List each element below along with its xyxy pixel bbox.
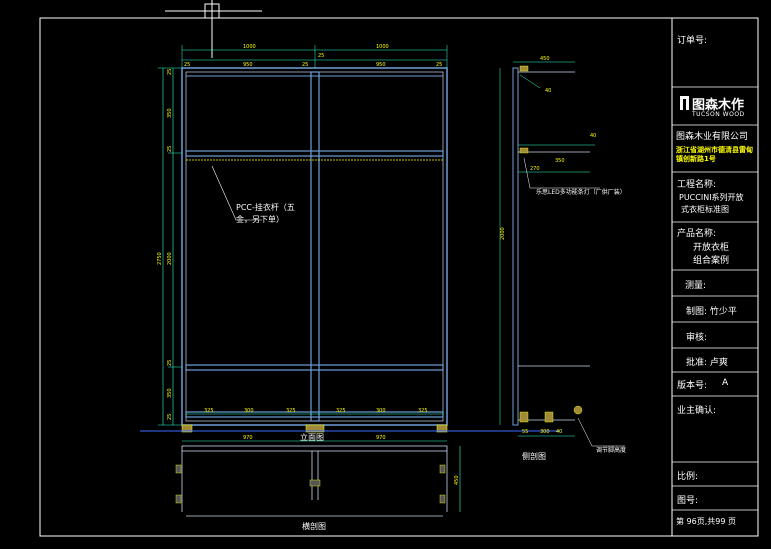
dim-sub-left3: 25 [302,62,308,68]
order-no-label: 订单号: [677,36,708,46]
dim-bottom-d: 325 [336,408,346,414]
cursor-crosshair [165,0,262,58]
company-name: 图森木业有限公司 [676,132,749,142]
plan-view-label: 横剖图 [302,521,326,531]
version-label: 版本号: [677,381,708,391]
version-value: A [722,378,729,388]
foot-note: 调节脚高度 [596,446,626,454]
dim-left-top: 25 [167,69,173,75]
drawing-no-label: 图号: [677,496,699,506]
dim-side-shelf: 40 [590,133,596,139]
title-block-grid [672,86,758,511]
scale-label: 比例: [677,472,699,482]
drawn-by: 制图: 竹少平 [686,307,737,317]
company-address: 浙江省湖州市德清县雷甸镇创新路1号 [676,146,753,163]
approve-label: 批准: 卢爽 [686,358,728,368]
drawing-frame [39,17,759,537]
dim-left-s1: 350 [167,108,173,118]
dim-bottom-b: 300 [244,408,254,414]
dim-top-mid: 25 [318,53,324,59]
front-elevation: PCC-挂衣杆（五 金，另下单） 1000 25 1000 25 950 25 … [140,44,560,442]
owner-confirm-label: 业主确认: [677,406,717,416]
dim-left-inner: 2000 [167,252,173,265]
page-info: 第 96页,共99 页 [676,517,736,526]
dim-side-shelf-a: 270 [530,166,540,172]
dim-side-bottom-c: 40 [556,429,562,435]
dim-left-total: 2750 [157,252,163,265]
center-divider [310,71,320,422]
lower-rail [185,364,444,371]
rod-note-line1: PCC-挂衣杆（五 [236,202,295,212]
survey-label: 测量: [685,281,707,291]
dim-bottom-f: 325 [418,408,428,414]
company-logo-en: TUCSON WOOD [692,111,745,118]
dim-bottom-a: 325 [204,408,214,414]
cabinet-outline [181,67,448,426]
project-name-line2: 式衣柜标准图 [681,205,729,214]
dim-plan-side: 450 [454,475,460,485]
light-note: 乐思LED多功能条灯（厂供厂装） [536,188,626,196]
dim-top-right: 1000 [376,44,389,50]
dim-left-s2: 25 [167,146,173,152]
front-view-label: 立面图 [300,432,324,442]
project-label: 工程名称: [677,180,717,190]
dim-plan-left: 970 [243,435,253,441]
plan-section: 970 970 450 横剖图 [175,435,461,531]
dim-bottom-e: 300 [376,408,386,414]
product-name-line2: 组合案例 [693,256,730,266]
side-section: 450 40 40 270 350 2000 55 300 40 乐思LED多功… [499,56,626,461]
dim-bottom-c: 325 [286,408,296,414]
dim-left-s3: 25 [167,360,173,366]
review-label: 审核: [686,333,708,343]
dim-left-s4: 350 [167,388,173,398]
dim-side-top2: 40 [545,88,551,94]
dim-top-total: 1000 [243,44,256,50]
dim-side-height: 2000 [500,227,506,240]
dim-side-bottom-a: 55 [522,429,528,435]
dim-sub-right1: 950 [376,62,386,68]
dim-sub-left1: 25 [184,62,190,68]
dim-sub-left2: 950 [243,62,253,68]
company-logo-text: 图森木作 [692,98,745,113]
dim-left-bottom: 25 [167,414,173,420]
dim-side-bottom-b: 300 [540,429,550,435]
product-name-line1: 开放衣柜 [693,243,730,253]
company-logo-mark [680,96,689,110]
upper-shelf [185,150,444,157]
dim-sub-right2: 25 [436,62,442,68]
project-name-line1: PUCCINI系列开放 [679,193,744,202]
rod-note-line2: 金，另下单） [236,214,284,224]
dim-side-shelf-b: 350 [555,158,565,164]
product-label: 产品名称: [677,229,717,239]
dim-plan-right: 970 [376,435,386,441]
side-view-label: 侧剖图 [522,451,546,461]
dim-side-top: 450 [540,56,550,62]
